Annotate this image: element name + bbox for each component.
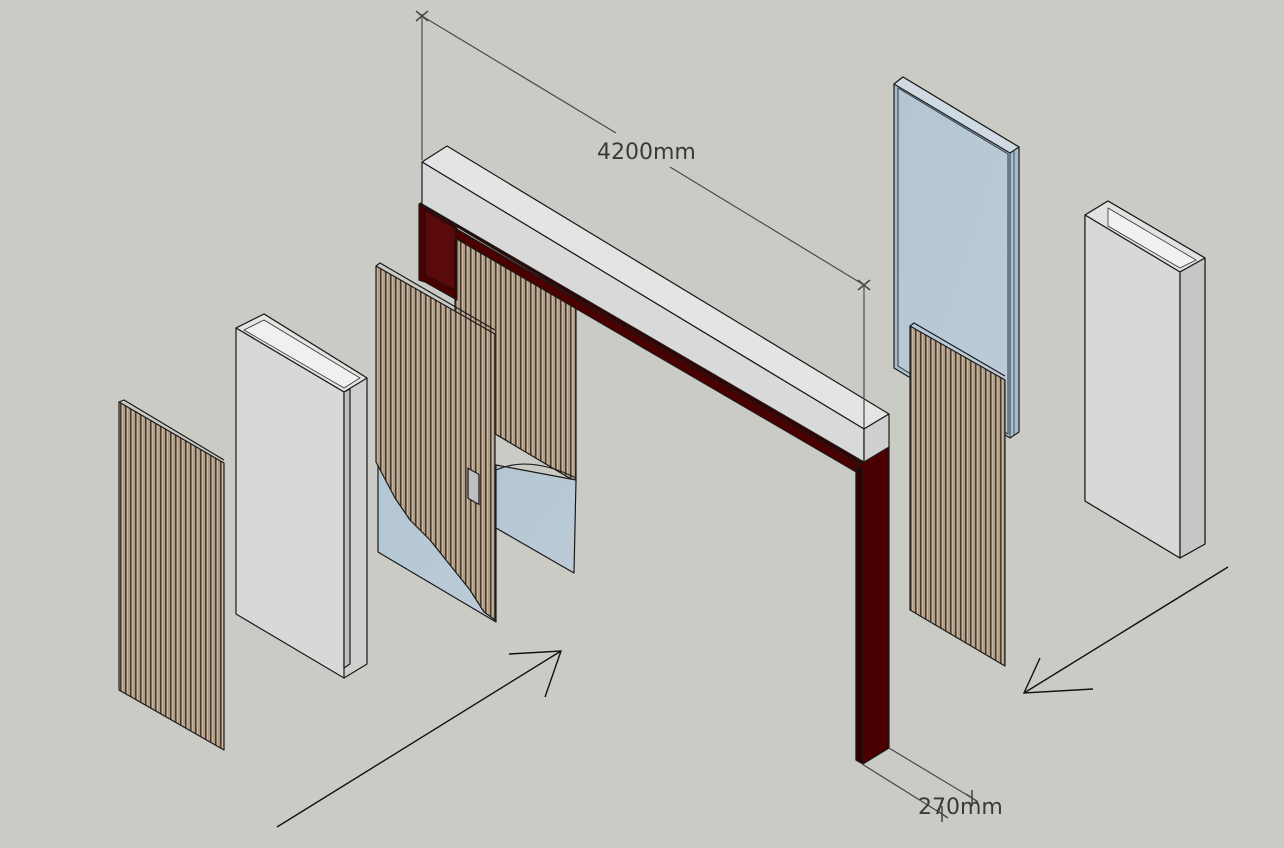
width-dimension: 4200mm: [415, 10, 871, 428]
depth-dimension-label: 270mm: [918, 795, 1003, 820]
door-handle-icon: [467, 467, 480, 506]
door-leaf: [375, 262, 497, 623]
arrow-right-assembly-icon: [1022, 566, 1229, 694]
glass-door-right: [495, 463, 577, 574]
depth-dimension: 270mm: [861, 747, 1003, 822]
arrow-left-assembly-icon: [276, 650, 563, 828]
left-lining-panel: [235, 313, 368, 679]
head-beam: [421, 145, 890, 463]
width-dimension-label: 4200mm: [597, 140, 696, 165]
right-lining-panel: [1084, 200, 1206, 559]
left-slat-panel: [118, 399, 225, 751]
right-slat-panel: [909, 322, 1006, 667]
